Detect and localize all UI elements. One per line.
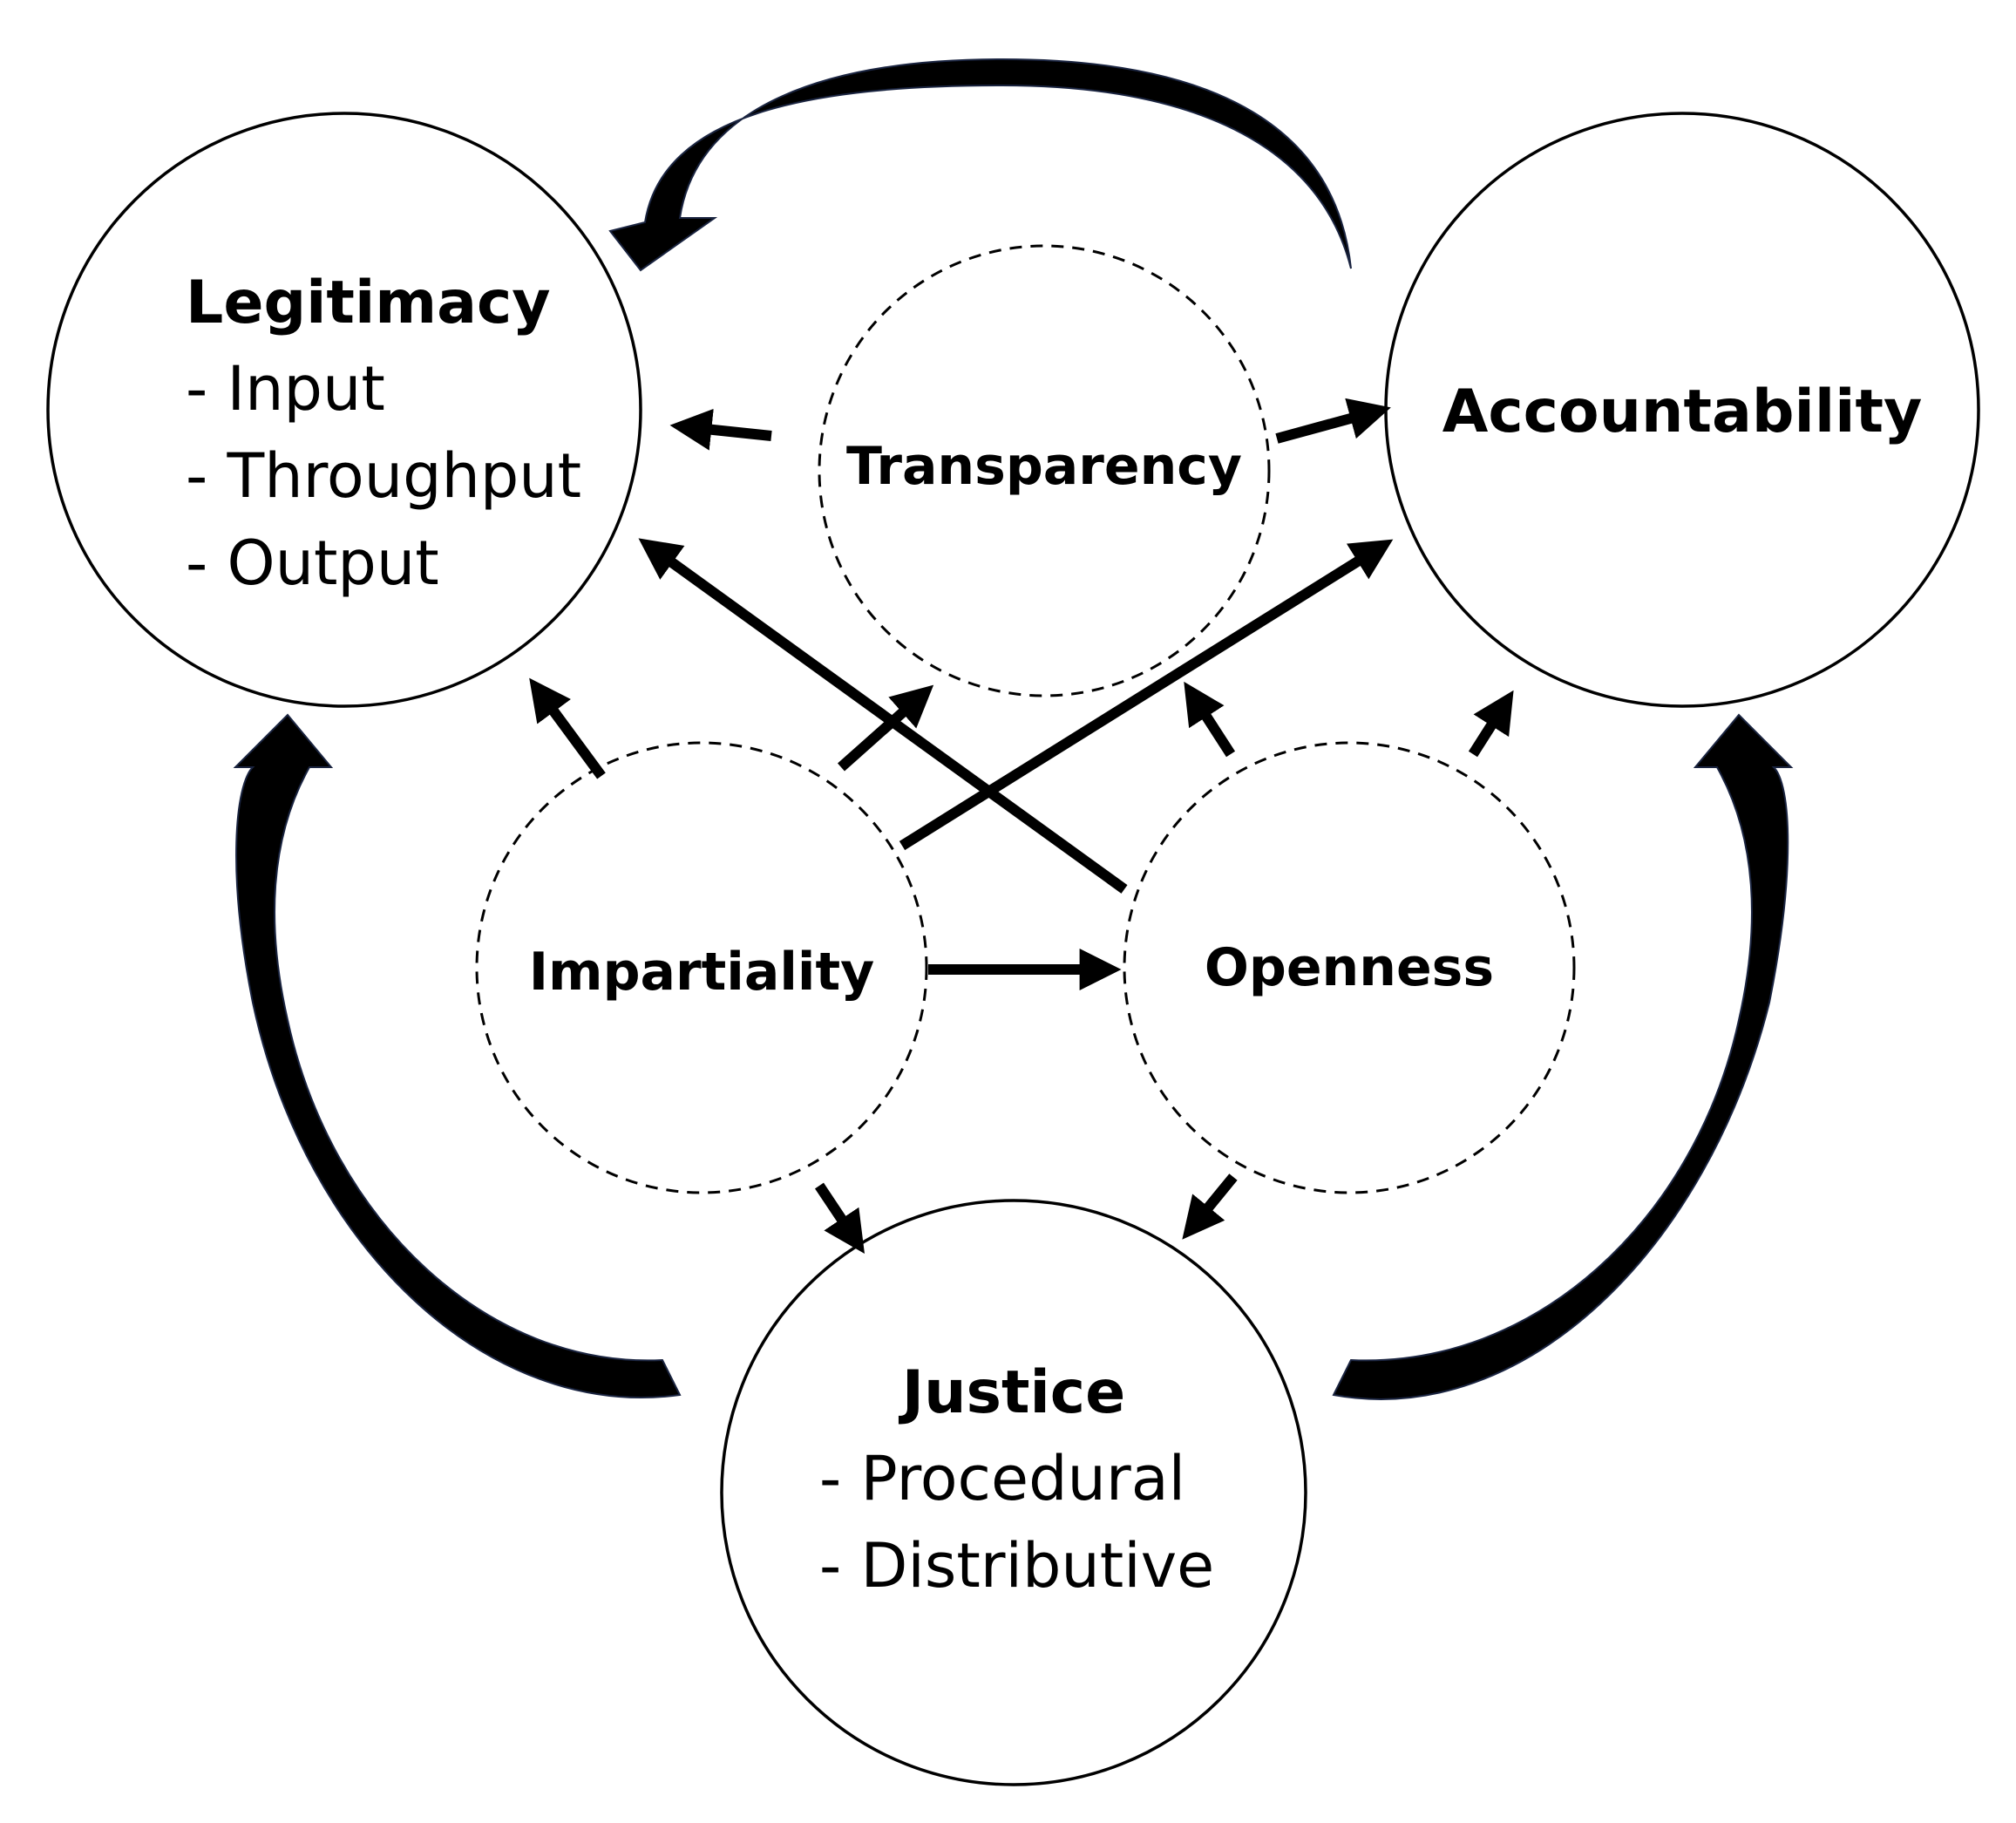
arrow-impartiality-to-justice xyxy=(815,1182,865,1254)
legitimacy-title: Legitimacy xyxy=(186,269,551,337)
arrow-openness-to-transparency xyxy=(1184,681,1236,758)
arrow-impartiality-to-transparency xyxy=(838,684,934,772)
curve-justice-to-legitimacy xyxy=(233,713,682,1398)
impartiality-title: Impartiality xyxy=(529,942,875,1003)
justice-circle xyxy=(720,1199,1307,1786)
arrow-transparency-to-legitimacy xyxy=(669,408,772,451)
impartiality-circle xyxy=(475,741,928,1194)
arrow-impartiality-to-legitimacy xyxy=(529,677,606,779)
openness-title: Openness xyxy=(1205,937,1494,998)
justice-title: Justice xyxy=(899,1358,1125,1427)
arrow-impartiality-to-accountability xyxy=(899,539,1394,851)
arrow-openness-to-accountability xyxy=(1468,690,1514,758)
legitimacy-item-throughput: - Throughput xyxy=(186,440,581,512)
arrow-transparency-to-accountability xyxy=(1275,398,1391,444)
justice-item-distributive: - Distributive xyxy=(819,1530,1214,1602)
legitimacy-item-output: - Output xyxy=(186,527,439,599)
curve-accountability-to-legitimacy xyxy=(608,58,1352,272)
arrow-openness-to-justice xyxy=(1182,1173,1238,1240)
justice-item-procedural: - Procedural xyxy=(819,1443,1185,1514)
legitimacy-item-input: - Input xyxy=(186,353,385,425)
transparency-title: Transparency xyxy=(846,436,1242,497)
transparency-circle xyxy=(818,244,1271,697)
accountability-title: Accountability xyxy=(1442,378,1923,446)
openness-circle xyxy=(1123,741,1576,1194)
curve-justice-to-accountability xyxy=(1332,713,1794,1400)
legitimacy-circle xyxy=(46,112,642,708)
